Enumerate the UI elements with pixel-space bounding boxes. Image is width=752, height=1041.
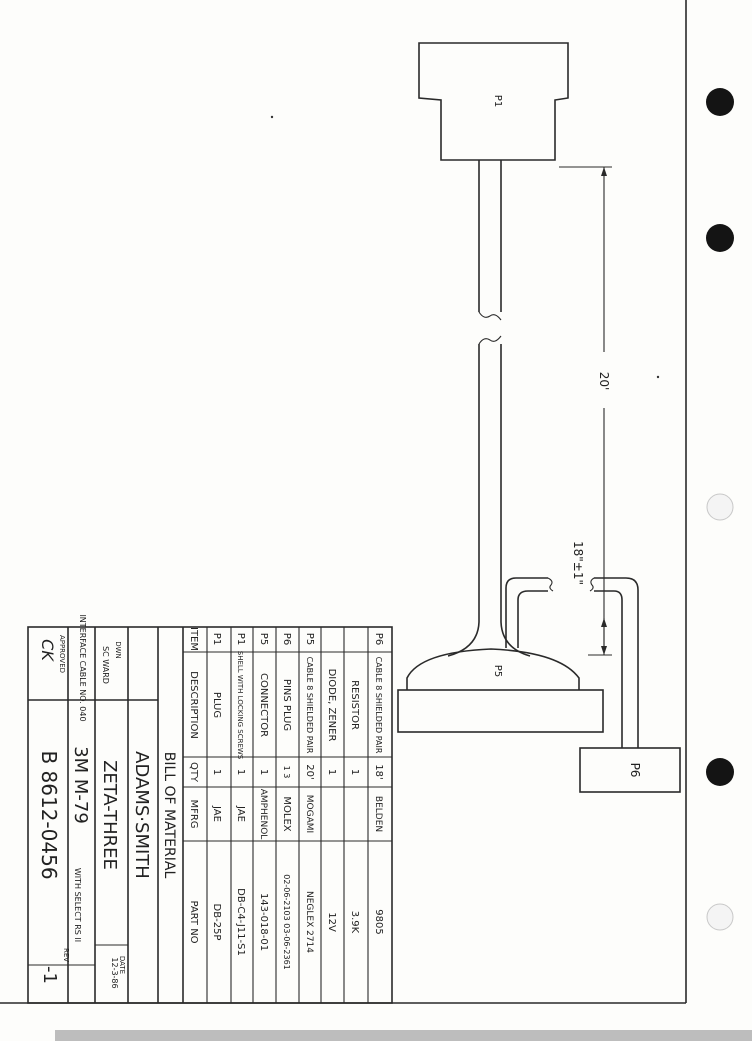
bom-cell-description: RESISTOR bbox=[349, 680, 360, 730]
dimension-breakout-label: 18"±1" bbox=[571, 541, 585, 585]
binder-hole bbox=[706, 88, 734, 116]
binder-hole bbox=[706, 758, 734, 786]
connector-p1-label: P1 bbox=[492, 95, 503, 107]
bom-cell-qty: 20' bbox=[304, 764, 315, 779]
bom-header-description: DESCRIPTION bbox=[188, 671, 199, 739]
table-row: P6 CABLE 8 SHIELDED PAIR 18' BELDEN 9805 bbox=[373, 633, 384, 935]
date-value: 12-3-86 bbox=[110, 957, 119, 988]
approved-label: APPROVED bbox=[58, 635, 66, 673]
bom-header-qty: QTY bbox=[188, 762, 199, 783]
dwn-value: SC WARD bbox=[101, 646, 110, 684]
approved-signature: CK bbox=[38, 639, 57, 662]
dimension-breakout: 18"±1" bbox=[571, 541, 607, 648]
table-row: P1 SHELL WITH LOCKING SCREWS 1 JAE DB-C4… bbox=[235, 633, 246, 956]
bom-cell-part-no: 3.9K bbox=[349, 911, 360, 934]
bom-header-item: ITEM bbox=[188, 627, 199, 651]
connector-p6: P6 bbox=[579, 747, 681, 793]
bom-cell-mfrg: MOLEX bbox=[281, 796, 292, 831]
binder-hole bbox=[706, 903, 734, 931]
bom-cell-item: P1 bbox=[211, 633, 222, 645]
binder-hole bbox=[706, 224, 734, 252]
bom-cell-qty: 1 bbox=[211, 769, 222, 775]
bom-cell-description: PLUG bbox=[211, 692, 222, 718]
bom-cell-part-no: NEGLEX 2714 bbox=[304, 891, 314, 953]
connector-p5-label: P5 bbox=[492, 665, 503, 677]
bom-cell-item: P6 bbox=[373, 633, 384, 645]
bottom-edge-strip bbox=[55, 1030, 752, 1041]
date-label: DATE bbox=[118, 956, 126, 974]
bom-header-part-no: PART NO bbox=[188, 900, 199, 943]
bom-title: BILL OF MATERIAL bbox=[161, 752, 177, 879]
table-row: P5 CABLE 8 SHIELDED PAIR 20' MOGAMI NEGL… bbox=[304, 633, 315, 953]
bom-cell-qty: 1 3 bbox=[282, 766, 291, 779]
bom-cell-item: P6 bbox=[281, 633, 292, 645]
bom-cell-part-no: 143-018-01 bbox=[258, 893, 269, 951]
product-name: ZETA-THREE bbox=[99, 760, 120, 870]
table-row: P5 CONNECTOR 1 AMPHENOL 143-018-01 bbox=[258, 633, 269, 951]
bom-cell-description: CONNECTOR bbox=[258, 673, 269, 737]
speck bbox=[656, 375, 660, 379]
bom-cell-part-no: DB-25P bbox=[211, 904, 222, 941]
model-note: WITH SELECT RS II bbox=[73, 868, 82, 942]
connector-p1: P1 bbox=[418, 42, 569, 161]
bom-cell-qty: 1 bbox=[258, 769, 269, 775]
connector-p5-hood bbox=[406, 648, 580, 690]
bom-cell-qty: 1 bbox=[235, 769, 246, 775]
connector-p1-shell bbox=[418, 42, 569, 161]
bom-cell-mfrg: BELDEN bbox=[373, 796, 383, 832]
binder-hole bbox=[706, 493, 734, 521]
rev-value: -1 bbox=[39, 966, 60, 984]
bom-cell-description: SHELL WITH LOCKING SCREWS bbox=[236, 651, 244, 760]
model: 3M M-79 bbox=[70, 746, 91, 824]
connector-p5-body bbox=[397, 689, 604, 733]
bom-cell-description: DIODE, ZENER bbox=[326, 669, 337, 742]
bom-cell-part-no: 9805 bbox=[373, 909, 384, 934]
bom-cell-qty: 1 bbox=[326, 769, 337, 775]
connector-p6-label: P6 bbox=[628, 763, 642, 778]
bom-cell-mfrg: MOGAMI bbox=[304, 795, 314, 833]
bom-cell-item: P1 bbox=[235, 633, 246, 645]
bom-cell-description: CABLE 8 SHIELDED PAIR bbox=[305, 657, 314, 754]
speck bbox=[270, 115, 274, 119]
dwn-label: DWN bbox=[114, 641, 122, 659]
table-row: RESISTOR 1 3.9K bbox=[349, 680, 360, 934]
bom-cell-mfrg: JAE bbox=[235, 805, 246, 822]
bom-cell-qty: 18' bbox=[373, 764, 384, 779]
dimension-length-label: 20' bbox=[597, 372, 611, 391]
table-row: P6 PINS PLUG 1 3 MOLEX 02-06-2103 03-06-… bbox=[281, 633, 292, 970]
bom-cell-item: P5 bbox=[258, 633, 269, 645]
subject: INTERFACE CABLE NO. 040 bbox=[78, 614, 87, 721]
bom-cell-part-no: 02-06-2103 03-06-2361 bbox=[282, 874, 291, 970]
bom-cell-mfrg: AMPHENOL bbox=[258, 789, 268, 840]
breakout-cable bbox=[505, 577, 639, 748]
bom-cell-item: P5 bbox=[304, 633, 315, 645]
bom-header-mfrg: MFRG bbox=[188, 799, 199, 828]
rev-label: REV bbox=[62, 948, 70, 962]
bom-cell-description: PINS PLUG bbox=[281, 679, 292, 731]
drawing-number: B 8612-0456 bbox=[37, 750, 61, 879]
bom-cell-qty: 1 bbox=[349, 769, 360, 775]
connector-p5: P5 bbox=[397, 648, 604, 733]
bom-cell-description: CABLE 8 SHIELDED PAIR bbox=[374, 657, 383, 754]
table-row: DIODE, ZENER 1 12V bbox=[326, 669, 337, 932]
title-block bbox=[27, 626, 393, 1004]
bom-cell-part-no: DB-C4-J11-S1 bbox=[235, 888, 246, 956]
dimension-length: 20' bbox=[559, 166, 612, 656]
company-name: ADAMS·SMITH bbox=[131, 751, 152, 879]
bom-cell-part-no: 12V bbox=[326, 912, 337, 932]
table-row: P1 PLUG 1 JAE DB-25P bbox=[211, 633, 222, 941]
bom-cell-mfrg: JAE bbox=[211, 805, 222, 822]
main-cable bbox=[447, 160, 531, 657]
connector-p6-body bbox=[579, 747, 681, 793]
